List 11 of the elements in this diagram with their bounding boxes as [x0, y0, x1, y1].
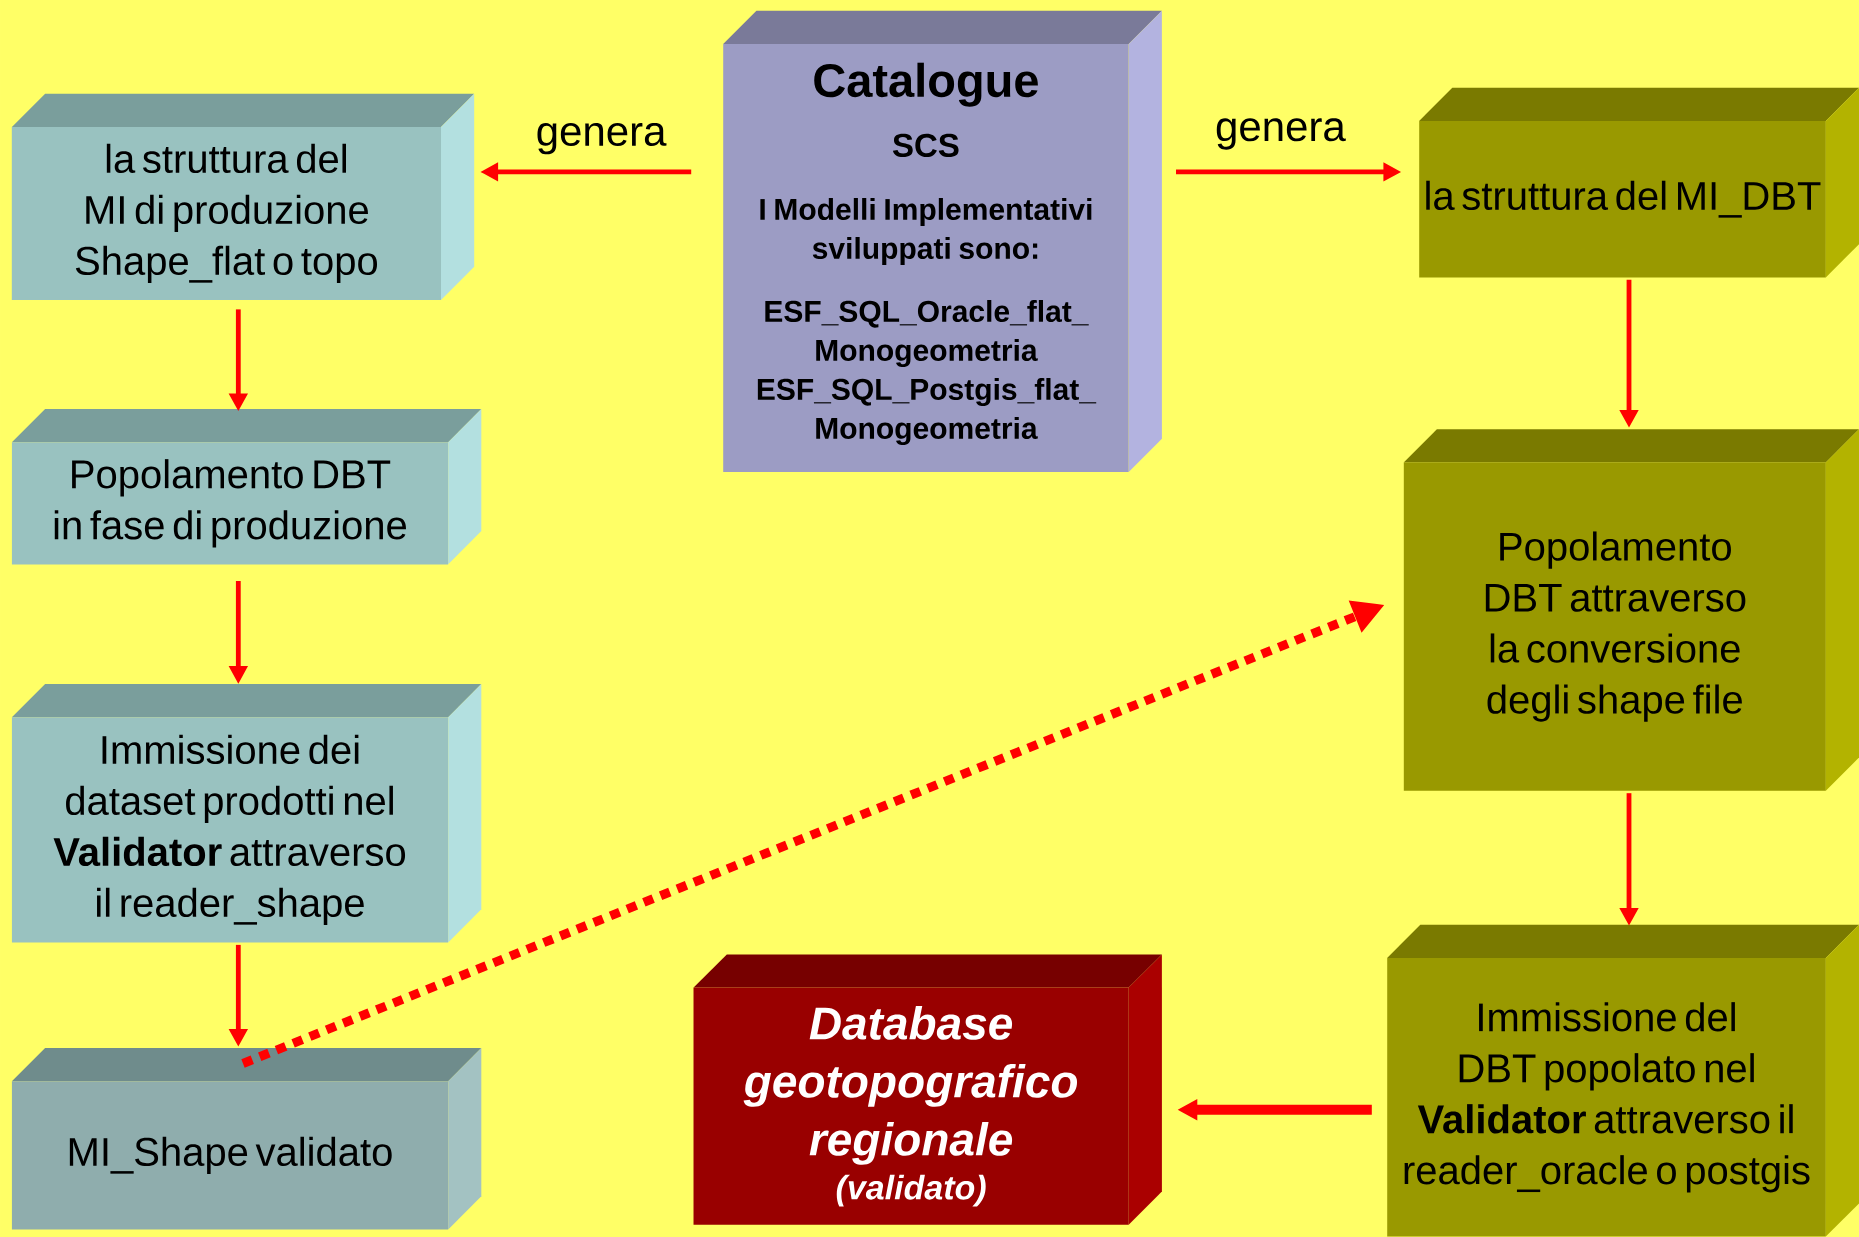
- box-3d: Immissione dei dataset prodotti nel Validator attraverso il reader_shape: [11, 684, 482, 943]
- box-3d: la struttura del MI di produzione Shape_flat o topo: [11, 93, 475, 300]
- edge-label: genera: [533, 121, 669, 157]
- box-3d: MI_Shape validato: [11, 1048, 482, 1230]
- box-3d: Database geotopografico regionale (validato): [693, 954, 1162, 1225]
- edge-label: genera: [1213, 116, 1348, 152]
- box-3d: Catalogue SCS I Modelli Implementativi sviluppati sono: ESF_SQL_Oracle_flat_ Monogeometria ESF_SQL_Postgis_flat_ Monogeometria: [723, 10, 1162, 472]
- box-3d: Popolamento DBT attraverso la conversione degli shape file: [1403, 429, 1859, 791]
- box-3d: Popolamento DBT in fase di produzione: [11, 409, 482, 565]
- box-3d: Immissione del DBT popolato nel Validator attraverso il reader_oracle o postgis: [1387, 924, 1859, 1237]
- box-3d: la struttura del MI_DBT: [1419, 87, 1859, 278]
